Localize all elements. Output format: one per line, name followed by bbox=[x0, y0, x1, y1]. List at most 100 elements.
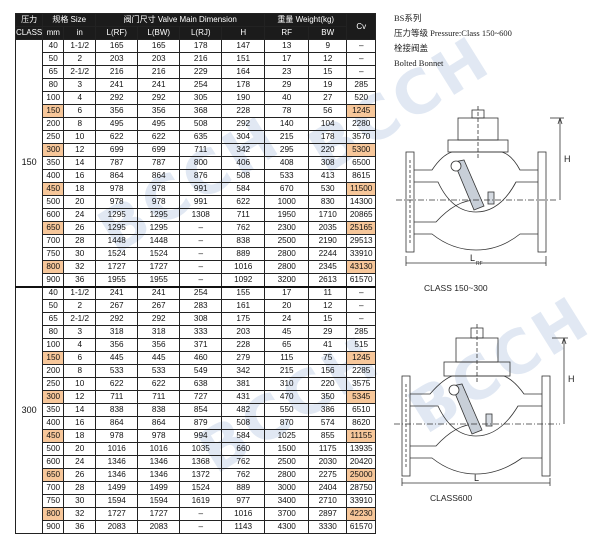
table-cell: 15 bbox=[308, 312, 348, 326]
table-cell: 14 bbox=[63, 156, 97, 170]
table-cell: 151 bbox=[221, 52, 266, 66]
table-cell: 241 bbox=[95, 285, 139, 300]
table-cell: 175 bbox=[221, 312, 266, 326]
drawing-caption-class600: CLASS600 bbox=[430, 493, 473, 503]
table-cell: 2280 bbox=[346, 117, 377, 131]
table-cell: 285 bbox=[346, 325, 377, 339]
table-cell: 2244 bbox=[308, 247, 348, 261]
table-cell: 1448 bbox=[137, 234, 181, 248]
table-cell: 2897 bbox=[308, 507, 348, 521]
table-cell: 1346 bbox=[137, 455, 181, 469]
info-block: BS系列 压力等级 Pressure:Class 150~600 栓接阀盖 Bo… bbox=[394, 11, 512, 71]
table-cell: 6510 bbox=[346, 403, 377, 417]
table-cell: 1025 bbox=[264, 429, 310, 443]
header-in: in bbox=[63, 26, 97, 40]
table-cell: 533 bbox=[137, 364, 181, 378]
table-cell: 318 bbox=[137, 325, 181, 339]
table-cell: 2275 bbox=[308, 468, 348, 482]
table-cell: 1035 bbox=[179, 442, 223, 456]
table-cell: 13 bbox=[264, 39, 310, 53]
table-cell: 533 bbox=[95, 364, 139, 378]
table-cell: 2-1/2 bbox=[63, 65, 97, 79]
table-cell: 100 bbox=[42, 91, 65, 105]
table-cell: 16 bbox=[63, 416, 97, 430]
table-cell: 1448 bbox=[95, 234, 139, 248]
table-cell: 30 bbox=[63, 494, 97, 508]
table-cell: 530 bbox=[308, 182, 348, 196]
table-cell: 4 bbox=[63, 91, 97, 105]
table-cell: 4300 bbox=[264, 520, 310, 534]
table-cell: 495 bbox=[95, 117, 139, 131]
table-cell: 292 bbox=[221, 117, 266, 131]
table-cell: 3 bbox=[63, 325, 97, 339]
table-cell: 2-1/2 bbox=[63, 312, 97, 326]
h-dimension-label: H bbox=[564, 154, 571, 164]
table-cell: 50 bbox=[42, 52, 65, 66]
table-cell: 23 bbox=[264, 65, 310, 79]
table-cell: 20 bbox=[264, 299, 310, 313]
table-cell: 178 bbox=[308, 130, 348, 144]
table-cell: 29513 bbox=[346, 234, 377, 248]
table-cell: 203 bbox=[221, 325, 266, 339]
table-cell: 2300 bbox=[264, 221, 310, 235]
table-cell: 203 bbox=[137, 52, 181, 66]
table-cell: 342 bbox=[221, 364, 266, 378]
table-cell: 3570 bbox=[346, 130, 377, 144]
table-cell: 700 bbox=[42, 234, 65, 248]
table-cell: – bbox=[346, 285, 377, 300]
table-cell: 216 bbox=[137, 65, 181, 79]
table-cell: 787 bbox=[137, 156, 181, 170]
table-cell: 750 bbox=[42, 247, 65, 261]
table-cell: 228 bbox=[221, 338, 266, 352]
table-cell: 978 bbox=[95, 182, 139, 196]
table-cell: 1346 bbox=[137, 468, 181, 482]
table-cell: 28750 bbox=[346, 481, 377, 495]
table-cell: 18 bbox=[63, 182, 97, 196]
table-cell: 1955 bbox=[137, 273, 181, 287]
table-cell: 267 bbox=[137, 299, 181, 313]
table-cell: 24 bbox=[63, 455, 97, 469]
table-cell: 1175 bbox=[308, 442, 348, 456]
table-cell: 508 bbox=[221, 169, 266, 183]
table-cell: – bbox=[346, 312, 377, 326]
table-cell: 165 bbox=[137, 39, 181, 53]
table-cell: 650 bbox=[42, 468, 65, 482]
table-cell: 711 bbox=[137, 390, 181, 404]
table-cell: 800 bbox=[42, 507, 65, 521]
table-cell: 1143 bbox=[221, 520, 266, 534]
table-cell: 445 bbox=[137, 351, 181, 365]
table-cell: 408 bbox=[264, 156, 310, 170]
table-cell: 25000 bbox=[346, 468, 377, 482]
table-cell: 699 bbox=[137, 143, 181, 157]
table-cell: 15 bbox=[308, 65, 348, 79]
table-cell: 1000 bbox=[264, 195, 310, 209]
table-cell: 12 bbox=[308, 299, 348, 313]
table-cell: 65 bbox=[42, 65, 65, 79]
table-cell: 115 bbox=[264, 351, 310, 365]
pressure-class-cell: 300 bbox=[14, 285, 44, 534]
series-label: BS系列 bbox=[394, 13, 422, 23]
table-cell: 17 bbox=[264, 52, 310, 66]
table-cell: 30 bbox=[63, 247, 97, 261]
table-cell: 1524 bbox=[179, 481, 223, 495]
table-cell: 155 bbox=[221, 285, 266, 300]
table-cell: 333 bbox=[179, 325, 223, 339]
table-cell: 283 bbox=[179, 299, 223, 313]
table-cell: 16 bbox=[63, 169, 97, 183]
table-cell: 229 bbox=[179, 65, 223, 79]
table-cell: 2035 bbox=[308, 221, 348, 235]
table-cell: 156 bbox=[308, 364, 348, 378]
table-cell: 200 bbox=[42, 364, 65, 378]
table-cell: 75 bbox=[308, 351, 348, 365]
l-rf-subscript: RF bbox=[476, 261, 483, 267]
table-cell: 26 bbox=[63, 221, 97, 235]
table-cell: 164 bbox=[221, 65, 266, 79]
table-cell: 1346 bbox=[95, 455, 139, 469]
